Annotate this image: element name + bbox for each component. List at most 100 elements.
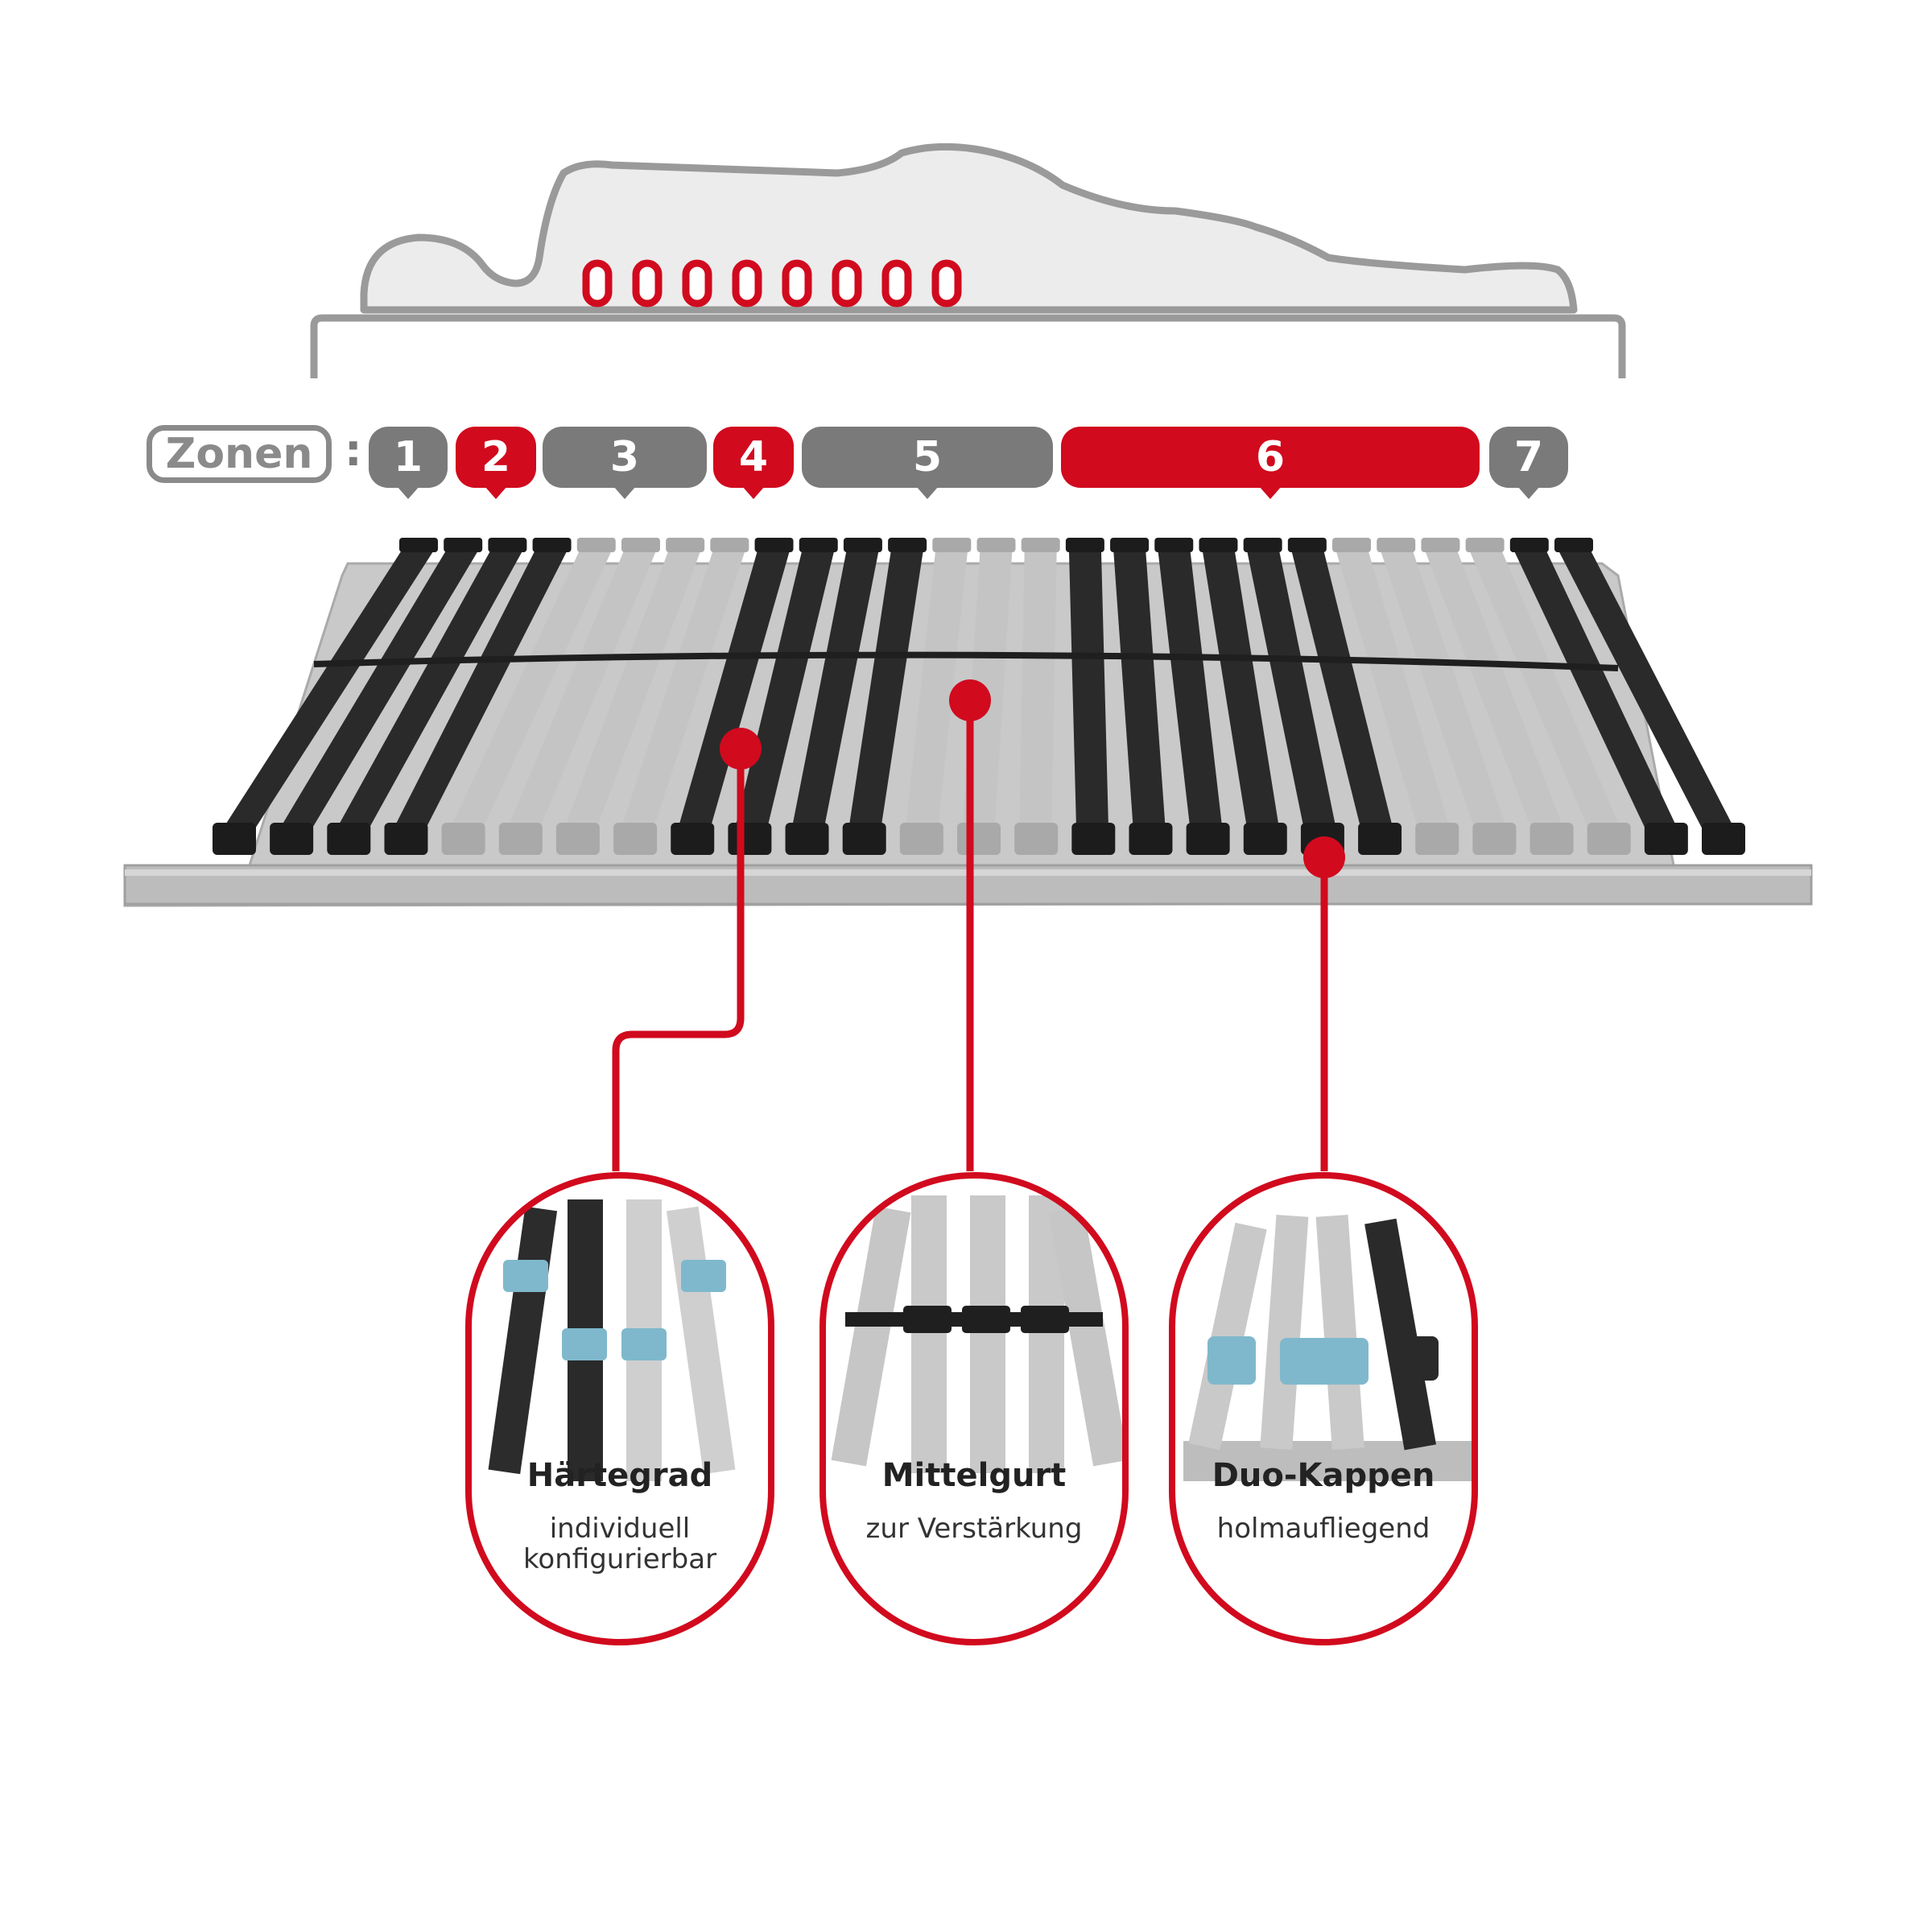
slat <box>1558 549 1739 837</box>
slat-cap-top <box>1199 538 1238 552</box>
zone-number: 2 <box>481 433 511 481</box>
slat <box>1202 549 1281 837</box>
feature-frame-hardness <box>465 1172 774 1645</box>
pressure-dot <box>632 259 663 308</box>
middle-belt-detail-image <box>823 1175 1125 1642</box>
duo-caps-detail-image <box>1172 1175 1475 1642</box>
pressure-dot <box>582 259 613 308</box>
feature-hardness: Härtegrad individuell konfigurierbar <box>467 1169 773 1652</box>
slat-cap <box>1644 823 1688 855</box>
slat <box>1424 549 1567 837</box>
slat-cap-top <box>666 538 705 552</box>
slat-cap <box>1415 823 1459 855</box>
slat-cap-top <box>754 538 794 552</box>
callout-connectors <box>612 700 1328 1171</box>
zone-pointer <box>916 486 939 499</box>
slat-cap <box>1129 823 1173 855</box>
slat-cap <box>785 823 829 855</box>
slat-cap <box>384 823 428 855</box>
slat-cap <box>1472 823 1517 855</box>
slat-cap-top <box>1332 538 1372 552</box>
slat <box>1468 549 1624 837</box>
slat-cap-top <box>1554 538 1593 552</box>
slat-cap <box>1186 823 1230 855</box>
slat <box>1335 549 1453 837</box>
slat-cap-top <box>888 538 927 552</box>
slat-cap-top <box>444 538 483 552</box>
slat <box>1513 549 1682 837</box>
slat-cap-top <box>1110 538 1150 552</box>
pressure-dot <box>881 259 912 308</box>
hardness-detail-image <box>469 1175 771 1642</box>
zone-pointer <box>485 486 507 499</box>
feature-frame-belt <box>819 1172 1129 1645</box>
zones-title: Zonen <box>147 425 332 483</box>
slat-cap <box>613 823 658 855</box>
slat-cap-top <box>532 538 572 552</box>
feature-title: Duo-Kappen <box>1212 1457 1435 1494</box>
slat <box>560 549 702 837</box>
slat-cap-top <box>576 538 616 552</box>
slat-cap-top <box>1243 538 1282 552</box>
slat-cap-top <box>932 538 972 552</box>
slat <box>217 549 435 837</box>
slat-cap <box>441 823 485 855</box>
slat <box>1019 549 1057 837</box>
zone-pointer <box>1517 486 1540 499</box>
middle-belt <box>313 651 1619 671</box>
slat-cap-top <box>1377 538 1416 552</box>
slat-cap <box>671 823 715 855</box>
slat-cap-top <box>1509 538 1549 552</box>
zone-7: 7 <box>1489 427 1568 499</box>
slat-cap <box>1530 823 1574 855</box>
slat-cap <box>555 823 600 855</box>
slat-cap-top <box>399 538 438 552</box>
slat-cap-top <box>621 538 660 552</box>
slat-cap-top <box>710 538 749 552</box>
slat-cap <box>270 823 314 855</box>
slat-cap <box>1014 823 1059 855</box>
slat-cap-top <box>976 538 1016 552</box>
feature-title: Mittelgurt <box>881 1457 1067 1494</box>
slat-cap <box>498 823 543 855</box>
slat <box>1068 549 1109 837</box>
slat-cap <box>1071 823 1116 855</box>
feature-description: zur Verstärkung <box>865 1513 1083 1545</box>
slat-cap <box>1358 823 1402 855</box>
slat-cap-top <box>1287 538 1327 552</box>
mattress-outline <box>310 142 1626 378</box>
slat <box>675 549 791 837</box>
slat <box>1380 549 1510 837</box>
feature-description: individuell konfigurierbar <box>522 1513 717 1575</box>
slat-cap <box>1702 823 1745 855</box>
zone-number: 7 <box>1513 433 1544 481</box>
callout-marker-hardness <box>720 728 762 770</box>
slat-cap <box>842 823 886 855</box>
slat-cap-top <box>488 538 527 552</box>
zone-pointer <box>742 486 765 499</box>
feature-description: holmaufliegend <box>1216 1513 1430 1545</box>
zone-pointer <box>1259 486 1282 499</box>
feature-middle-belt: Mittelgurt zur Verstärkung <box>821 1169 1127 1652</box>
callout-marker-caps <box>1303 836 1345 878</box>
slat <box>618 549 746 837</box>
slat-cap <box>327 823 371 855</box>
zone-number: 1 <box>393 433 423 481</box>
pressure-dot <box>782 259 812 308</box>
slat-cap <box>957 823 1001 855</box>
slat-cap <box>728 823 772 855</box>
zone-4: 4 <box>713 427 794 499</box>
zone-5: 5 <box>802 427 1053 499</box>
zone-number: 3 <box>609 433 640 481</box>
slat <box>1290 549 1396 837</box>
slat <box>503 549 657 837</box>
slat <box>847 549 924 837</box>
slat <box>332 549 524 837</box>
zone-pointer <box>397 486 419 499</box>
slat-cap <box>1243 823 1287 855</box>
pressure-indicator-dots <box>582 259 962 308</box>
slat-cap <box>899 823 943 855</box>
slat-cap <box>213 823 256 855</box>
zone-number: 4 <box>738 433 769 481</box>
callout-marker-belt <box>949 679 991 721</box>
